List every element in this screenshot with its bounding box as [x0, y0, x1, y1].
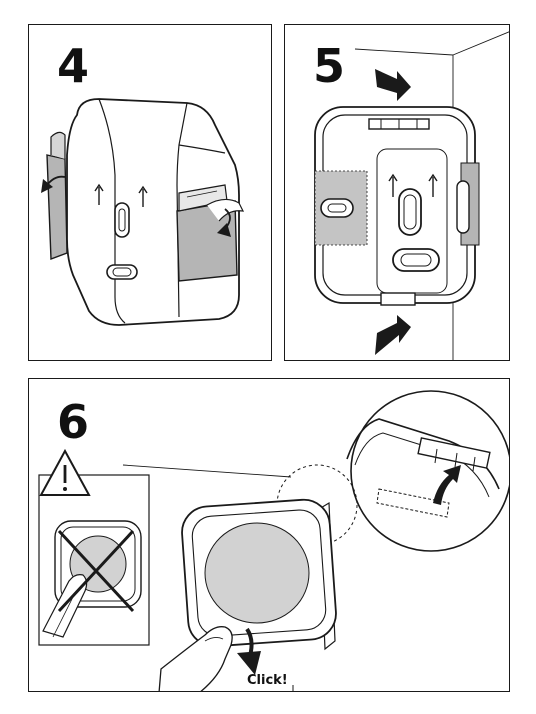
- mounting-slot: [398, 188, 422, 236]
- arrow-icon: [433, 465, 461, 505]
- step-5-illustration: [314, 31, 509, 360]
- up-arrow-icon: [388, 173, 438, 197]
- magnified-detail: [350, 390, 509, 552]
- click-callout: Click!: [247, 673, 288, 688]
- step-4-number: 4: [57, 39, 90, 93]
- screw-hole: [106, 264, 138, 280]
- arrow-icon: [375, 315, 411, 355]
- step-6-illustration: [38, 390, 509, 691]
- left-adhesive-tab: [46, 154, 68, 260]
- bottom-clip: [380, 292, 416, 306]
- cross-out-icon: [57, 529, 135, 613]
- step-4-illustration: [41, 98, 245, 326]
- arrow-icon: [375, 69, 411, 101]
- step-5-number: 5: [313, 39, 346, 93]
- hand: [158, 626, 233, 691]
- step-6-panel: 6: [28, 378, 510, 692]
- mounting-slot: [114, 202, 130, 238]
- step-6-number: 6: [57, 395, 90, 449]
- screw-hole: [392, 248, 440, 272]
- step-4-panel: 4: [28, 24, 272, 361]
- device-face: [204, 522, 310, 624]
- up-arrow-icon: [94, 183, 148, 207]
- step-5-panel: 5: [284, 24, 510, 361]
